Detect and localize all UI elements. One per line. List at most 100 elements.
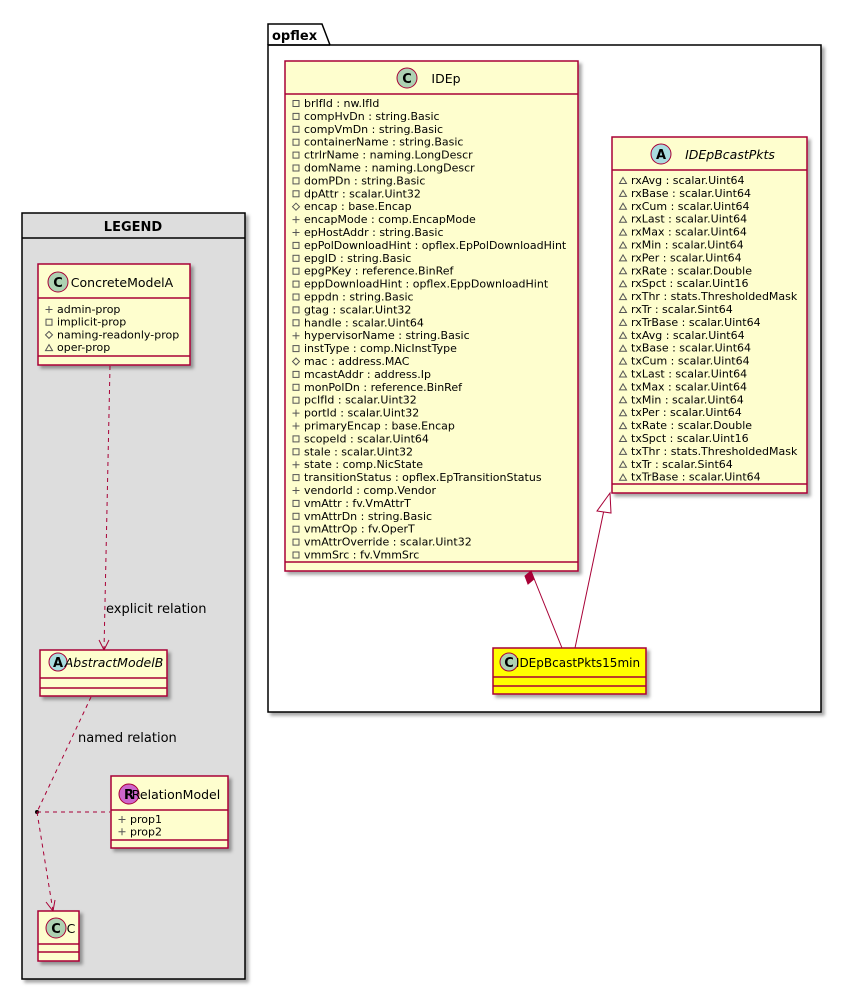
- package-tab: [267, 23, 331, 46]
- visibility-public-icon: [45, 306, 53, 313]
- member-text: compHvDn : string.Basic: [304, 110, 440, 123]
- generalization-line: [574, 509, 605, 649]
- member-text: epPolDownloadHint : opflex.EpPolDownload…: [304, 239, 567, 252]
- class-member: domPDn : string.Basic: [292, 174, 425, 187]
- member-text: eppDownloadHint : opflex.EppDownloadHint: [304, 278, 549, 291]
- class-member: rxMax : scalar.Uint64: [618, 226, 747, 239]
- class-badge-letter: A: [656, 148, 666, 163]
- member-text: rxSpct : scalar.Uint16: [631, 277, 748, 290]
- visibility-private-icon: [292, 254, 300, 262]
- visibility-protected-icon: [291, 202, 301, 211]
- visibility-public-icon: [292, 461, 300, 469]
- member-text: prop2: [130, 825, 162, 838]
- member-text: domPDn : string.Basic: [304, 174, 425, 187]
- class-member: txRate : scalar.Double: [618, 419, 752, 432]
- visibility-private-icon: [292, 267, 300, 275]
- composition-line: [530, 570, 563, 649]
- visibility-private-icon: [292, 100, 300, 107]
- class-member: instType : comp.NicInstType: [292, 342, 457, 355]
- visibility-private-icon: [292, 499, 300, 507]
- visibility-private-icon: [292, 306, 300, 314]
- class-name: AbstractModelB: [64, 655, 164, 670]
- member-text: naming-readonly-prop: [57, 328, 179, 341]
- class-badge-letter: A: [53, 656, 63, 671]
- visibility-package-icon: [618, 473, 628, 481]
- abstract-badge-icon: [650, 143, 672, 165]
- visibility-public-icon: [292, 487, 300, 494]
- class-member: txMin : scalar.Uint64: [618, 393, 744, 406]
- class-member: prop2: [118, 825, 162, 838]
- class-member: dpAttr : scalar.Uint32: [292, 187, 421, 200]
- class-member: txSpct : scalar.Uint16: [618, 432, 749, 445]
- class-name: IDEpBcastPkts: [685, 147, 775, 162]
- visibility-package-icon: [618, 189, 628, 197]
- relation-line: [36, 696, 92, 813]
- member-text: txLast : scalar.Uint64: [631, 368, 747, 381]
- class-member: vmAttrOverride : scalar.Uint32: [292, 536, 472, 549]
- class-member: txPer : scalar.Uint64: [618, 406, 742, 419]
- class-name: IDEp: [431, 71, 460, 86]
- class-concrete-model-a[interactable]: C ConcreteModelA admin-propimplicit-prop…: [37, 263, 191, 366]
- member-text: rxMax : scalar.Uint64: [631, 226, 747, 239]
- class-member: txTr : scalar.Sint64: [618, 458, 733, 471]
- class-member: epPolDownloadHint : opflex.EpPolDownload…: [292, 239, 567, 252]
- class-member: rxBase : scalar.Uint64: [618, 187, 751, 200]
- visibility-package-icon: [618, 292, 628, 301]
- class-abstract-model-b[interactable]: A AbstractModelB: [39, 649, 168, 697]
- class-member: compHvDn : string.Basic: [292, 110, 440, 123]
- visibility-private-icon: [292, 190, 300, 198]
- class-member: prop1: [118, 813, 162, 826]
- visibility-private-icon: [292, 293, 300, 301]
- visibility-package-icon: [618, 408, 628, 417]
- member-text: epgID : string.Basic: [304, 252, 411, 265]
- visibility-package-icon: [618, 202, 628, 210]
- member-text: containerName : string.Basic: [304, 136, 463, 149]
- member-text: primaryEncap : base.Encap: [304, 420, 455, 433]
- member-text: encapMode : comp.EncapMode: [304, 213, 476, 226]
- composition-diamond-icon: [524, 570, 535, 585]
- visibility-package-icon: [618, 434, 628, 442]
- member-text: txRate : scalar.Double: [631, 419, 752, 432]
- class-c[interactable]: C C: [37, 910, 80, 962]
- named-relation-label: named relation: [78, 731, 177, 746]
- visibility-package-icon: [618, 344, 628, 352]
- visibility-public-icon: [292, 216, 300, 224]
- member-text: vendorId : comp.Vendor: [304, 484, 437, 497]
- class-member: rxCum : scalar.Uint64: [618, 200, 750, 213]
- member-text: txBase : scalar.Uint64: [631, 342, 751, 355]
- class-member: hypervisorName : string.Basic: [292, 329, 470, 342]
- class-member: epgPKey : reference.BinRef: [292, 265, 455, 278]
- class-idepbcastpkts15min[interactable]: C IDEpBcastPkts15min: [492, 647, 647, 695]
- class-badge-icon: [47, 271, 69, 293]
- class-badge-icon: [396, 67, 418, 89]
- visibility-private-icon: [292, 112, 300, 120]
- class-member: domName : naming.LongDescr: [292, 162, 475, 175]
- member-text: pcIfId : scalar.Uint32: [304, 394, 417, 407]
- member-text: rxLast : scalar.Uint64: [631, 213, 747, 226]
- inheritance-triangle-icon: [596, 491, 612, 514]
- class-member: encap : base.Encap: [291, 200, 412, 213]
- class-member: vendorId : comp.Vendor: [292, 484, 437, 497]
- class-member: rxThr : stats.ThresholdedMask: [618, 290, 798, 303]
- member-text: rxBase : scalar.Uint64: [631, 187, 751, 200]
- visibility-package-icon: [618, 241, 628, 249]
- class-badge-letter: C: [402, 72, 412, 87]
- member-text: transitionStatus : opflex.EpTransitionSt…: [304, 471, 542, 484]
- member-text: rxAvg : scalar.Uint64: [631, 174, 745, 187]
- visibility-public-icon: [292, 229, 300, 236]
- visibility-private-icon: [292, 241, 300, 249]
- visibility-public-icon: [118, 828, 126, 836]
- member-text: vmAttr : fv.VmAttrT: [304, 497, 411, 510]
- member-text: stale : scalar.Uint32: [304, 445, 413, 458]
- generalization-edge: [574, 491, 612, 649]
- visibility-package-icon: [618, 253, 628, 262]
- class-idepbcastpkts[interactable]: A IDEpBcastPkts rxAvg : scalar.Uint64rxB…: [611, 136, 808, 494]
- visibility-protected-icon: [44, 330, 54, 340]
- visibility-public-icon: [292, 409, 300, 417]
- legend-title: LEGEND: [104, 220, 163, 235]
- class-badge-icon: [45, 917, 67, 939]
- visibility-private-icon: [292, 512, 300, 520]
